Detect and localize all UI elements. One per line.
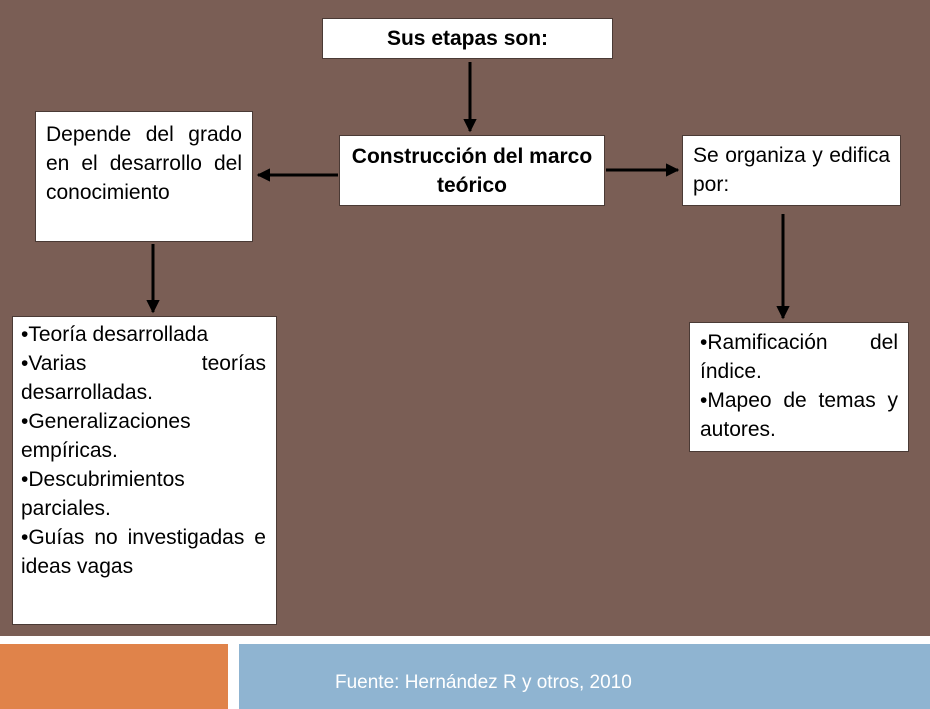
right-box: Se organiza y edifica por: [682, 135, 901, 206]
bottom-left-item: •Teoría desarrollada [21, 323, 209, 346]
footer-orange-bar [0, 644, 228, 709]
title-text: Sus etapas son: [386, 27, 549, 50]
connector-arrows [146, 62, 790, 320]
title-box: Sus etapas son: [322, 18, 613, 59]
bottom-left-box: •Teoría desarrollada •Varias teorías des… [12, 316, 277, 625]
bottom-right-box: •Ramificación del índice. •Mapeo de tema… [689, 322, 909, 452]
bottom-left-item: •Varias teorías desarrolladas. [21, 352, 266, 404]
bottom-right-item: •Mapeo de temas y autores. [700, 389, 898, 441]
bottom-left-item: •Guías no investigadas e ideas vagas [21, 526, 266, 578]
right-text: Se organiza y edifica por: [693, 144, 890, 196]
footer-source-text: Fuente: Hernández R y otros, 2010 [335, 672, 632, 693]
left-text: Depende del grado en el desarrollo del c… [46, 123, 242, 204]
bottom-left-item: •Descubrimientos parciales. [21, 468, 185, 520]
bottom-left-item: •Generalizaciones empíricas. [21, 410, 191, 462]
left-box: Depende del grado en el desarrollo del c… [35, 111, 253, 242]
slide-background: Sus etapas son: Construcción del marco t… [0, 0, 930, 636]
footer-blue-bar: Fuente: Hernández R y otros, 2010 [239, 644, 930, 709]
bottom-right-item: •Ramificación del índice. [700, 331, 898, 383]
center-text: Construcción del marco teórico [351, 144, 593, 197]
center-box: Construcción del marco teórico [339, 135, 605, 206]
